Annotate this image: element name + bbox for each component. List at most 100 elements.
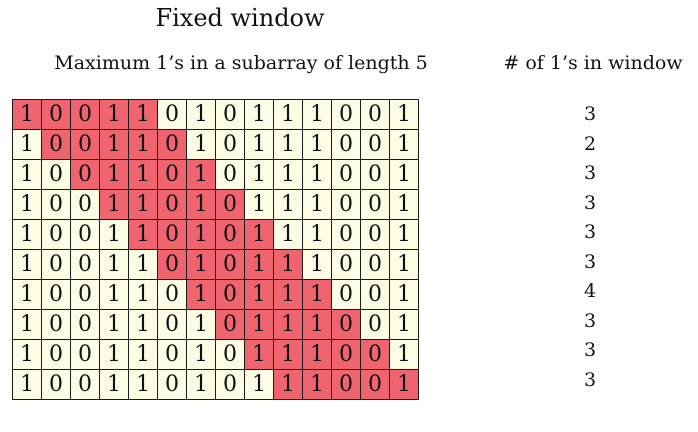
array-cell: 0 (215, 339, 245, 370)
window-cell: 1 (302, 339, 332, 370)
window-count: 3 (583, 250, 597, 273)
array-cell: 1 (389, 219, 419, 250)
array-cell: 1 (186, 369, 216, 400)
array-cell: 0 (157, 369, 187, 400)
array-cell: 0 (41, 339, 71, 370)
array-cell: 1 (186, 309, 216, 340)
array-cell: 1 (99, 249, 129, 280)
array-cell: 1 (12, 249, 42, 280)
array-cell: 0 (41, 369, 71, 400)
window-count: 3 (583, 162, 597, 184)
array-cell: 1 (12, 189, 42, 220)
array-cell: 1 (186, 129, 216, 160)
array-cell: 0 (215, 99, 245, 130)
array-cell: 1 (389, 249, 419, 280)
window-cell: 1 (244, 309, 274, 340)
window-cell: 0 (331, 339, 361, 370)
array-cell: 0 (215, 369, 245, 400)
window-count: 3 (583, 103, 597, 125)
array-cell: 1 (99, 219, 129, 250)
array-cell: 0 (157, 99, 187, 130)
array-cell: 0 (331, 219, 361, 250)
array-cell: 0 (157, 339, 187, 370)
array-cell: 0 (70, 339, 100, 370)
window-cell: 1 (244, 249, 274, 280)
array-cell: 1 (186, 99, 216, 130)
array-cell: 1 (99, 279, 129, 310)
array-cell: 1 (302, 99, 332, 130)
array-cell: 1 (12, 279, 42, 310)
array-cell: 0 (360, 249, 390, 280)
array-cell: 0 (70, 369, 100, 400)
array-cell: 1 (12, 339, 42, 370)
window-cell: 0 (70, 99, 100, 130)
array-cell: 1 (128, 309, 158, 340)
array-cell: 1 (273, 129, 303, 160)
window-cell: 1 (244, 279, 274, 310)
array-cell: 1 (244, 159, 274, 190)
array-cell: 0 (331, 249, 361, 280)
window-cell: 0 (41, 99, 71, 130)
array-cell: 1 (273, 159, 303, 190)
window-cell: 0 (331, 369, 361, 400)
array-cell: 1 (244, 189, 274, 220)
array-cell: 1 (244, 129, 274, 160)
window-cell: 1 (273, 339, 303, 370)
array-cell: 1 (244, 369, 274, 400)
array-cell: 1 (389, 129, 419, 160)
window-cell: 0 (215, 309, 245, 340)
window-cell: 0 (70, 129, 100, 160)
window-cell: 0 (215, 249, 245, 280)
array-cell: 0 (41, 309, 71, 340)
window-count: 3 (583, 309, 597, 332)
array-cell: 0 (360, 279, 390, 310)
window-cell: 1 (186, 219, 216, 250)
array-cell: 1 (302, 219, 332, 250)
diagram-title: Fixed window (155, 4, 325, 32)
array-cell: 1 (128, 279, 158, 310)
array-cell: 0 (331, 159, 361, 190)
window-count: 3 (583, 368, 597, 391)
array-cell: 0 (70, 189, 100, 220)
array-cell: 0 (70, 309, 100, 340)
array-cell: 1 (273, 99, 303, 130)
window-cell: 0 (215, 279, 245, 310)
window-cell: 0 (215, 219, 245, 250)
array-cell: 1 (99, 369, 129, 400)
window-cell: 0 (41, 129, 71, 160)
array-cell: 1 (389, 159, 419, 190)
window-cell: 1 (128, 219, 158, 250)
window-cell: 1 (273, 309, 303, 340)
diagram-subtitle: Maximum 1’s in a subarray of length 5 (54, 52, 428, 74)
array-cell: 1 (302, 189, 332, 220)
window-cell: 1 (244, 339, 274, 370)
array-cell: 1 (99, 339, 129, 370)
window-count: 4 (583, 280, 597, 302)
array-cell: 1 (389, 99, 419, 130)
array-cell: 1 (273, 189, 303, 220)
array-cell: 1 (389, 189, 419, 220)
window-cell: 1 (273, 249, 303, 280)
array-cell: 0 (360, 219, 390, 250)
array-cell: 0 (360, 189, 390, 220)
window-cell: 1 (99, 189, 129, 220)
array-cell: 0 (70, 219, 100, 250)
array-cell: 0 (331, 99, 361, 130)
window-cell: 1 (186, 249, 216, 280)
window-cell: 0 (157, 219, 187, 250)
window-cell: 1 (128, 189, 158, 220)
array-cell: 0 (70, 279, 100, 310)
array-cell: 1 (12, 369, 42, 400)
window-cell: 0 (360, 369, 390, 400)
window-cell: 1 (273, 279, 303, 310)
array-cell: 0 (360, 309, 390, 340)
window-cell: 1 (186, 189, 216, 220)
array-cell: 1 (302, 129, 332, 160)
array-cell: 1 (186, 339, 216, 370)
array-cell: 0 (331, 189, 361, 220)
window-cell: 1 (128, 99, 158, 130)
array-cell: 1 (389, 279, 419, 310)
